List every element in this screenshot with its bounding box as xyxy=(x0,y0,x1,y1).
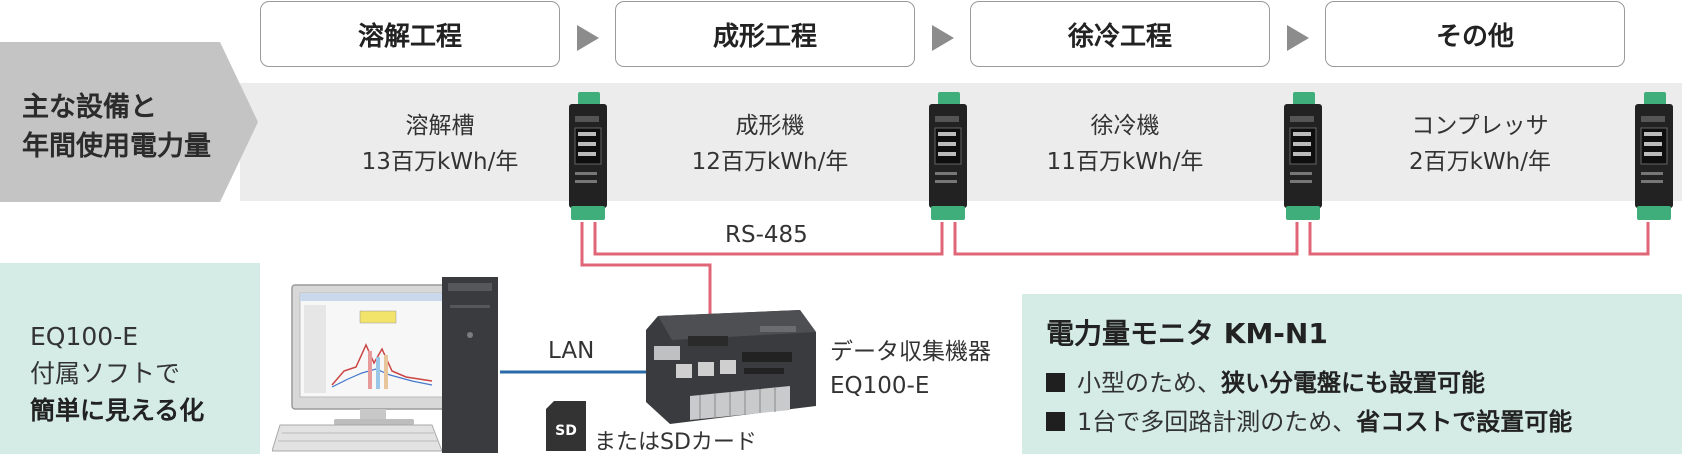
equipment-annealer: 徐冷機 11百万kWh/年 xyxy=(1000,108,1250,180)
rs485-label: RS-485 xyxy=(725,222,808,248)
software-panel xyxy=(0,263,260,454)
arrow-right-icon xyxy=(1287,25,1309,51)
arrow-right-icon xyxy=(577,25,599,51)
equipment-usage: 11百万kWh/年 xyxy=(1046,149,1204,175)
equipment-usage: 12百万kWh/年 xyxy=(691,149,849,175)
step-melting: 溶解工程 xyxy=(260,1,560,67)
band-label-line1: 主な設備と xyxy=(22,92,157,123)
step-annealing: 徐冷工程 xyxy=(970,1,1270,67)
monitor-bullet: 小型のため、狭い分電盤にも設置可能 xyxy=(1046,363,1485,398)
km-n1-module-icon xyxy=(1284,92,1322,220)
equipment-forming-machine: 成形機 12百万kWh/年 xyxy=(645,108,895,180)
pc-icon xyxy=(272,277,498,453)
lan-label: LAN xyxy=(548,338,595,364)
band-label-line2: 年間使用電力量 xyxy=(22,131,211,162)
software-panel-text: EQ100-E 付属ソフトで 簡単に見える化 xyxy=(30,318,204,429)
monitor-bullet: 1台で多回路計測のため、省コストで設置可能 xyxy=(1046,402,1572,437)
bullet-square-icon xyxy=(1046,373,1065,392)
data-collector-icon xyxy=(646,310,816,424)
step-forming: 成形工程 xyxy=(615,1,915,67)
band-label: 主な設備と 年間使用電力量 xyxy=(22,88,211,166)
monitor-panel-title: 電力量モニタ KM-N1 xyxy=(1046,317,1328,350)
bullet-bold-text: 省コストで設置可能 xyxy=(1356,408,1573,436)
km-n1-module-icon xyxy=(569,92,607,220)
km-n1-module-icon xyxy=(1635,92,1673,220)
monitor-panel xyxy=(1022,294,1682,454)
equipment-melting-tank: 溶解槽 13百万kWh/年 xyxy=(315,108,565,180)
collector-model: EQ100-E xyxy=(830,373,930,399)
km-n1-module-icon xyxy=(929,92,967,220)
sd-card-label: またはSDカード xyxy=(594,430,757,455)
equipment-usage: 2百万kWh/年 xyxy=(1408,149,1552,175)
collector-label: データ収集機器 EQ100-E xyxy=(830,335,991,403)
equipment-name: 溶解槽 xyxy=(405,113,475,139)
collector-name: データ収集機器 xyxy=(830,339,991,365)
bullet-bold-text: 狭い分電盤にも設置可能 xyxy=(1221,369,1485,397)
sd-card-icon-text: SD xyxy=(555,423,577,439)
software-product: EQ100-E xyxy=(30,322,139,351)
equipment-compressor: コンプレッサ 2百万kWh/年 xyxy=(1355,108,1605,180)
software-highlight: 簡単に見える化 xyxy=(30,396,205,425)
sd-card-icon: SD xyxy=(546,401,586,451)
equipment-name: 徐冷機 xyxy=(1090,113,1160,139)
arrow-right-icon xyxy=(932,25,954,51)
equipment-usage: 13百万kWh/年 xyxy=(361,149,519,175)
bullet-text: 小型のため、 xyxy=(1077,369,1221,397)
software-desc: 付属ソフトで xyxy=(30,359,181,388)
band-label-arrow xyxy=(0,42,258,202)
equipment-name: 成形機 xyxy=(735,113,805,139)
step-other: その他 xyxy=(1325,1,1625,67)
bullet-text: 1台で多回路計測のため、 xyxy=(1077,408,1357,436)
bullet-square-icon xyxy=(1046,412,1065,431)
equipment-name: コンプレッサ xyxy=(1411,113,1549,139)
